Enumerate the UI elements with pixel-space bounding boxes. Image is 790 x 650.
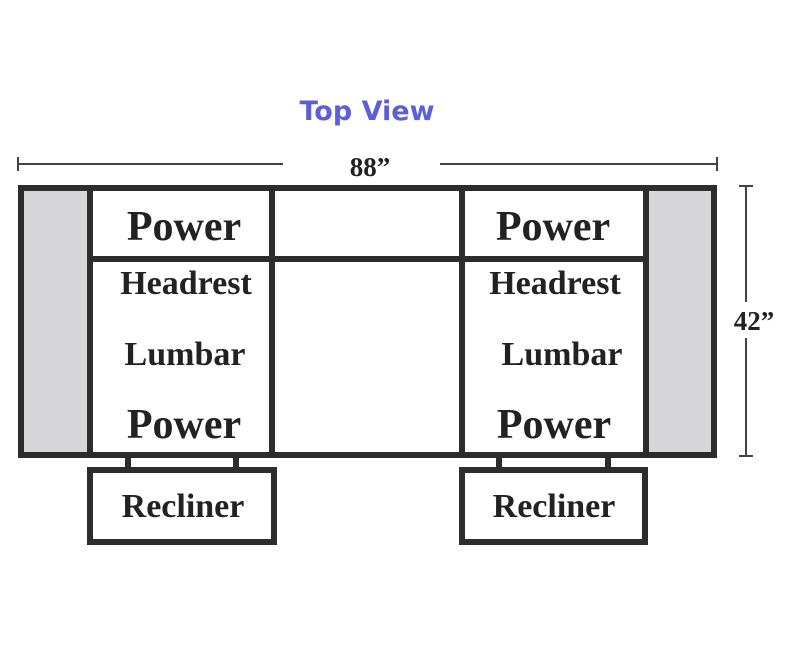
right-headrest-label: Headrest (489, 265, 621, 302)
right-arm (643, 185, 717, 458)
left-lumbar-label: Lumbar (125, 336, 246, 373)
right-back-power-label: Power (496, 204, 610, 250)
right-recliner-label: Recliner (493, 488, 616, 525)
width-dimension (17, 157, 718, 171)
depth-dimension-label: 42” (734, 306, 775, 336)
left-seat-power-label: Power (127, 402, 241, 448)
sofa-outline (18, 185, 717, 458)
footrests (87, 455, 648, 545)
right-lumbar-label: Lumbar (502, 336, 623, 373)
left-arm (18, 185, 93, 458)
depth-label-background (726, 302, 782, 338)
right-seat-power-label: Power (497, 402, 611, 448)
left-headrest-label: Headrest (120, 265, 252, 302)
left-recliner-label: Recliner (122, 488, 245, 525)
sofa-body (18, 185, 717, 458)
right-footrest (459, 467, 648, 545)
left-back-power-label: Power (127, 204, 241, 250)
diagram-title: Top View (299, 96, 434, 127)
left-footrest (87, 467, 277, 545)
width-dimension-label: 88” (350, 152, 391, 182)
